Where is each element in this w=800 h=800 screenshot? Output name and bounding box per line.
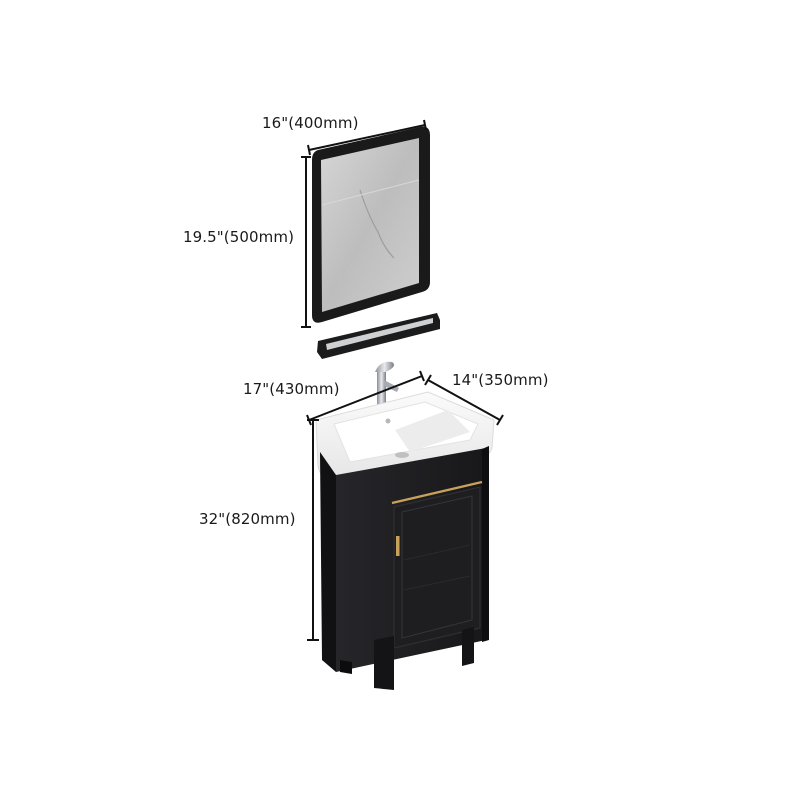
vanity-height-label: 32"(820mm) — [199, 510, 296, 528]
dimension-lines — [301, 119, 504, 641]
glass-shelf — [317, 313, 440, 359]
vanity-width-label: 17"(430mm) — [243, 380, 340, 398]
mirror-width-label: 16"(400mm) — [262, 114, 359, 132]
vanity-depth-label: 14"(350mm) — [452, 371, 549, 389]
vanity-cabinet — [320, 446, 489, 690]
mirror-height-label: 19.5"(500mm) — [183, 228, 295, 246]
mirror — [312, 126, 430, 323]
